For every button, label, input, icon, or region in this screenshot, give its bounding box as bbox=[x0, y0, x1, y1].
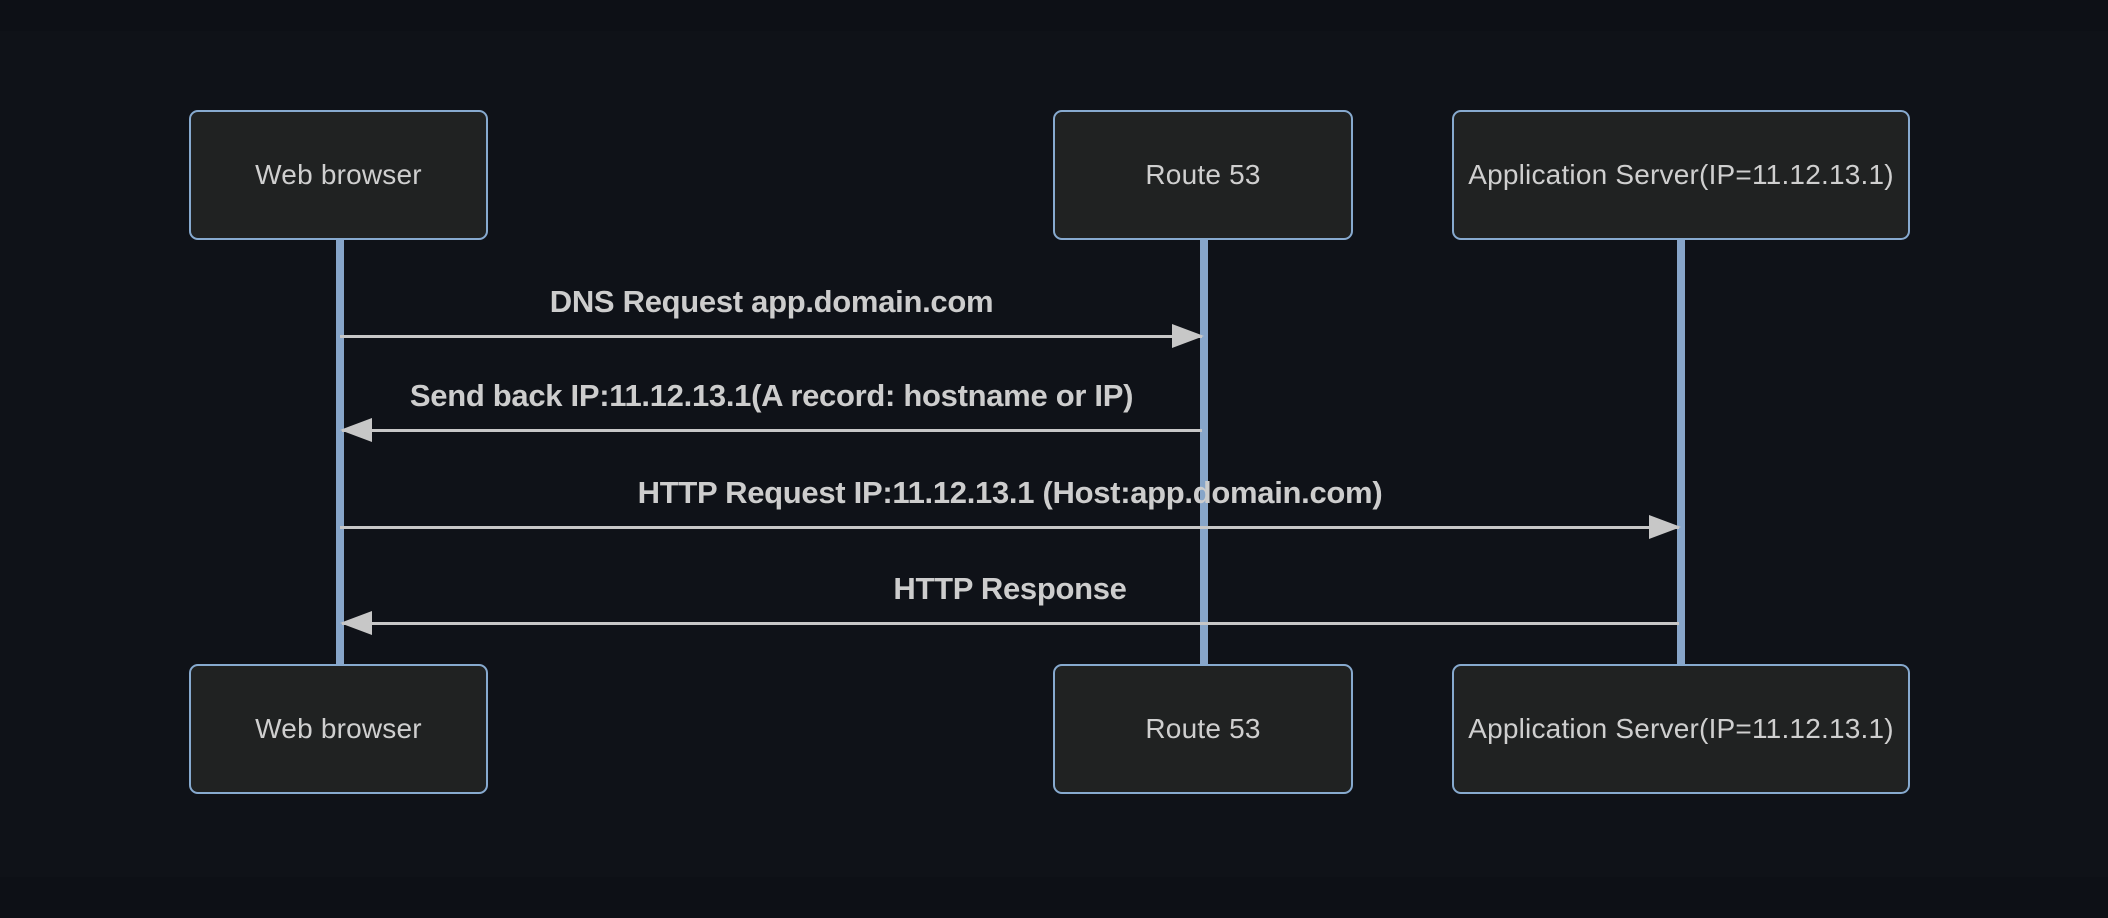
arrowhead-left-icon bbox=[340, 611, 372, 635]
actor-route-53-label: Route 53 bbox=[1145, 713, 1261, 744]
actor-app-server-label: Application Server(IP=11.12.13.1) bbox=[1468, 713, 1894, 744]
actor-web-browser-top: Web browser bbox=[189, 110, 488, 240]
message-send-back-ip-label: Send back IP:11.12.13.1(A record: hostna… bbox=[409, 378, 1134, 413]
message-dns-request-line bbox=[340, 335, 1202, 338]
lifeline-web-browser bbox=[336, 240, 344, 664]
actor-app-server-label: Application Server(IP=11.12.13.1) bbox=[1468, 159, 1894, 190]
message-http-request-label: HTTP Request IP:11.12.13.1 (Host:app.dom… bbox=[637, 475, 1383, 510]
message-http-request-line bbox=[340, 526, 1679, 529]
arrowhead-left-icon bbox=[340, 418, 372, 442]
actor-web-browser-label: Web browser bbox=[255, 713, 422, 744]
lifeline-app-server bbox=[1677, 240, 1685, 664]
message-http-response-line bbox=[342, 622, 1679, 625]
message-send-back-ip-line bbox=[342, 429, 1202, 432]
actor-route-53-top: Route 53 bbox=[1053, 110, 1353, 240]
actor-web-browser-bottom: Web browser bbox=[189, 664, 488, 794]
arrowhead-right-icon bbox=[1649, 515, 1681, 539]
actor-route-53-label: Route 53 bbox=[1145, 159, 1261, 190]
actor-app-server-bottom: Application Server(IP=11.12.13.1) bbox=[1452, 664, 1910, 794]
message-dns-request-label: DNS Request app.domain.com bbox=[549, 284, 994, 319]
actor-web-browser-label: Web browser bbox=[255, 159, 422, 190]
actor-route-53-bottom: Route 53 bbox=[1053, 664, 1353, 794]
arrowhead-right-icon bbox=[1172, 324, 1204, 348]
actor-app-server-top: Application Server(IP=11.12.13.1) bbox=[1452, 110, 1910, 240]
message-http-response-label: HTTP Response bbox=[893, 571, 1127, 606]
lifeline-route-53 bbox=[1200, 240, 1208, 664]
